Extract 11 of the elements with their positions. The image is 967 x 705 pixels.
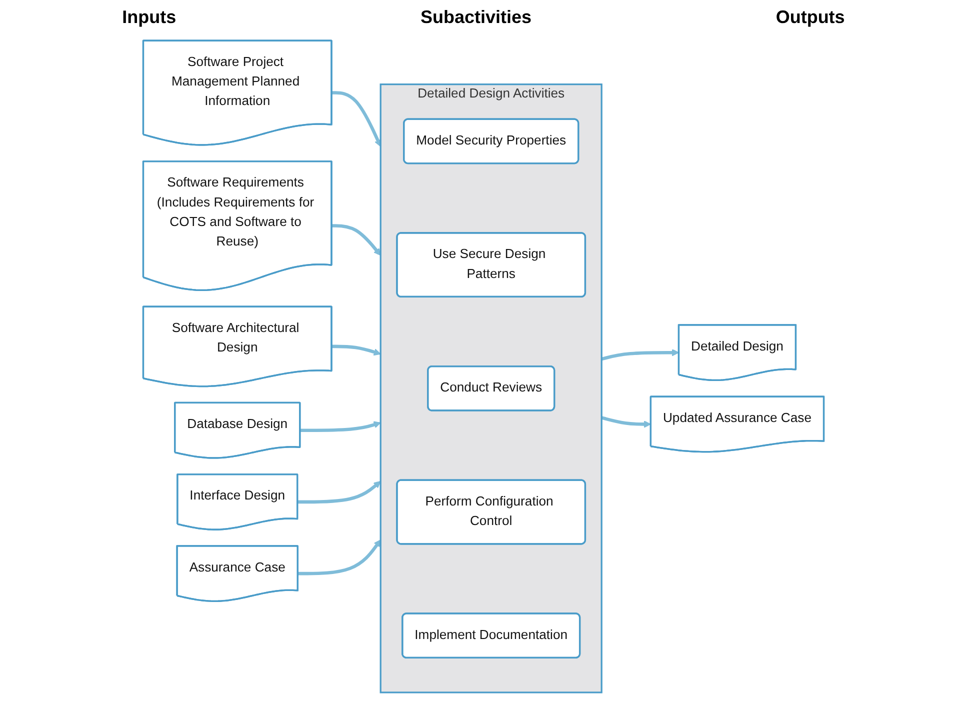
column-heading: Inputs [122, 6, 176, 28]
column-heading: Outputs [776, 6, 845, 28]
arrow [331, 344, 381, 356]
arrow [300, 421, 381, 432]
column-heading: Subactivities [420, 6, 532, 28]
arrow [601, 416, 652, 428]
arrow [331, 224, 381, 256]
arrow [331, 91, 382, 147]
arrow [601, 348, 680, 361]
arrow [297, 480, 381, 504]
arrow [298, 540, 381, 576]
